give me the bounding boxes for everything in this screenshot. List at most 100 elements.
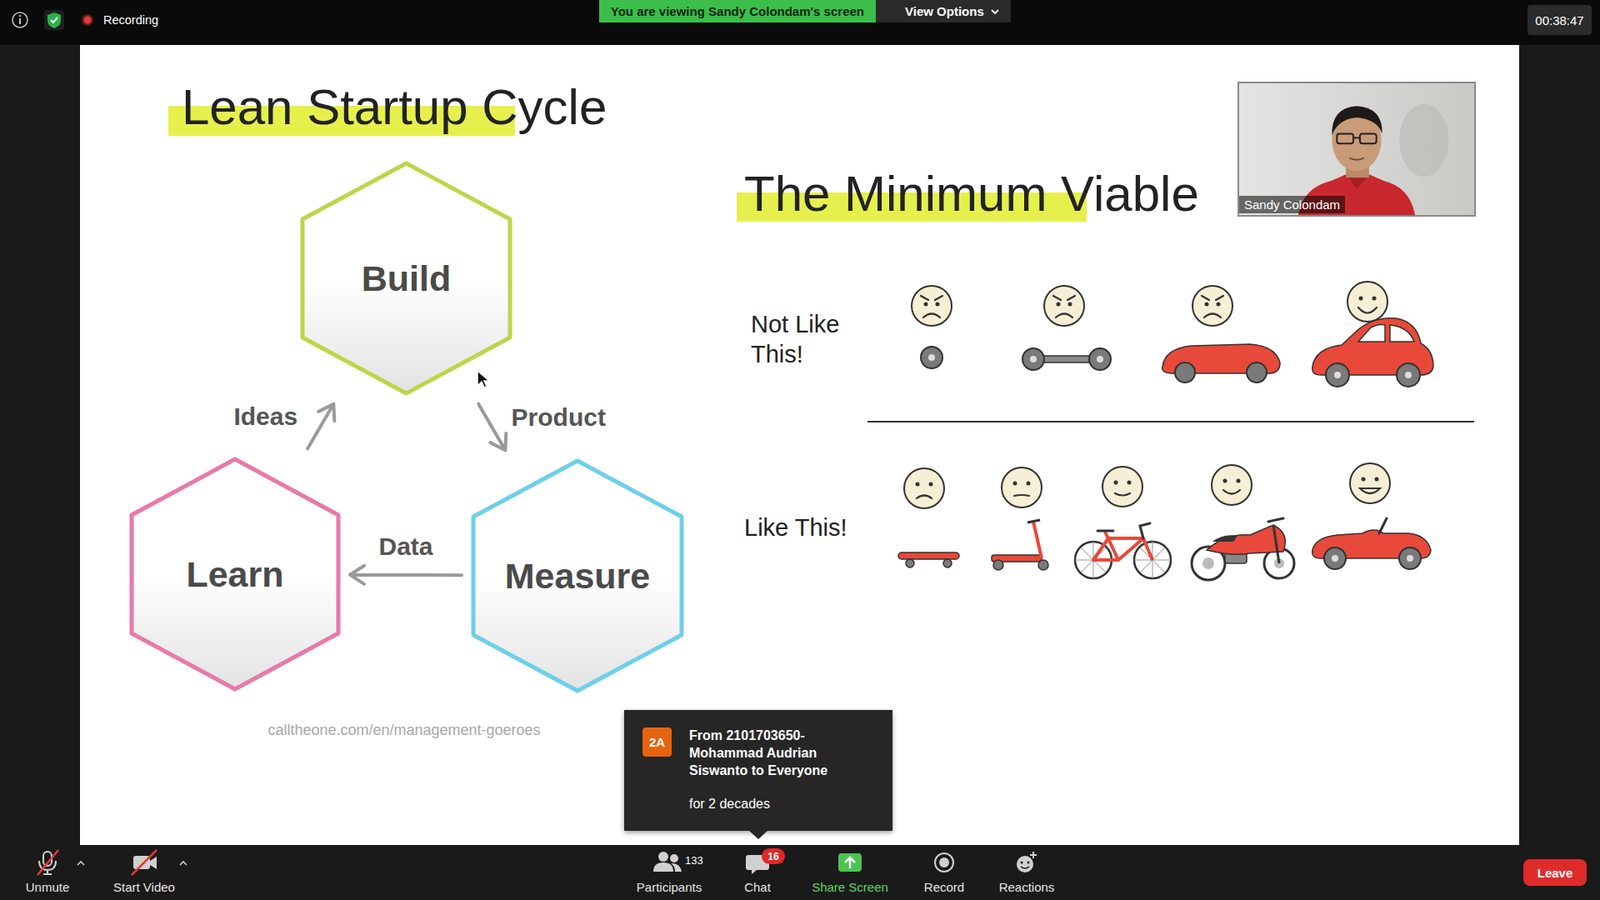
stopped-video-icon-part: [150, 856, 157, 870]
car-body-part: [1175, 362, 1195, 383]
participant-count: 133: [685, 854, 704, 867]
like-face-eyes-part: [1375, 477, 1380, 482]
leave-label: Leave: [1537, 865, 1574, 880]
bicycle-part: [1097, 523, 1150, 539]
angry-face-eyes-part: [1056, 302, 1061, 307]
participants-icon-part: [653, 862, 674, 872]
participants-icon-part: [670, 863, 682, 872]
slide-heading: The Minimum Viable: [744, 165, 1200, 223]
like-face-mouths: [916, 488, 1380, 499]
speaker-video-part: [1331, 105, 1382, 135]
viewing-banner-text: You are viewing Sandy Colondam's screen: [610, 4, 865, 19]
toolbar-label: Share Screen: [795, 880, 905, 895]
convertible-car-part: [1331, 555, 1339, 562]
like-face-mouths-part: [1115, 493, 1130, 496]
record-icon: [935, 853, 954, 872]
popup-pointer: [748, 830, 769, 840]
like-face-eyes-part: [1026, 481, 1031, 486]
speaker-video-part: [1353, 136, 1360, 139]
flow-arrow: [350, 565, 462, 585]
chat-message: for 2 decades: [689, 796, 770, 812]
caret-icon: [77, 861, 85, 865]
recording-status: Recording: [103, 13, 159, 27]
slide-title: Lean Startup Cycle: [181, 79, 607, 136]
recording-dot-part: [81, 14, 94, 26]
recording-dot-part: [84, 16, 92, 25]
like-faces: [904, 463, 1390, 509]
scooter-part: [1038, 560, 1049, 570]
reactions-icon-part: [1030, 851, 1037, 859]
toolbar-label: Chat: [724, 880, 791, 895]
record-icon-part: [935, 853, 954, 872]
toolbar-label: Unmute: [5, 880, 90, 895]
chevron-icon: [989, 7, 1001, 16]
caret-icon: [180, 861, 187, 865]
motorcycle-part: [1268, 518, 1284, 522]
axle: [1022, 348, 1111, 370]
skateboard-part: [943, 559, 952, 568]
info-icon-part: [19, 15, 21, 17]
axle-part: [1096, 355, 1104, 363]
angry-face-eyes-part: [1216, 302, 1221, 307]
toolbar-icons: [0, 845, 1600, 900]
security-shield-part: [44, 10, 65, 30]
muted-mic-icon-part: [37, 850, 59, 875]
hexagon-node: Build: [299, 160, 514, 397]
angry-face-features: [920, 295, 1224, 318]
car-part: [1405, 371, 1412, 379]
mouse-cursor: [475, 369, 492, 391]
like-face-eyes-part: [929, 482, 934, 487]
info-icon-part: [19, 18, 21, 25]
happy-face-part: [1372, 296, 1377, 301]
reactions-icon-part: [1027, 861, 1030, 865]
speaker-video-part: [1336, 133, 1354, 144]
bicycle: [1075, 523, 1171, 579]
like-face-mouths-part: [1014, 495, 1030, 496]
view-options-text: View Options: [905, 4, 985, 19]
scooter: [991, 520, 1049, 570]
wheel-part: [920, 346, 943, 369]
car-part: [1390, 325, 1415, 342]
like-face-mouths-part: [1360, 488, 1380, 494]
reactions-icon-part: [1020, 861, 1024, 865]
avatar-badge: 2A: [642, 727, 672, 757]
like-faces-part: [1102, 466, 1143, 507]
skateboard-part: [898, 552, 960, 560]
security-shield: [44, 10, 65, 30]
angry-face-part: [911, 285, 952, 326]
car-part: [1358, 324, 1385, 342]
hexagon-shape: [302, 163, 510, 394]
hexagon-node: Learn: [128, 455, 342, 693]
angry-face-eyes-part: [935, 302, 940, 307]
like-face-eyes-part: [1223, 479, 1228, 484]
angry-face-eyes-part: [1205, 302, 1210, 307]
example-label: Like This!: [744, 512, 848, 543]
flow-arrow: [478, 404, 506, 451]
angry-face-features-part: [920, 295, 943, 318]
like-face-mouths-part: [1223, 490, 1240, 495]
bottom-toolbar: [0, 845, 1600, 900]
convertible-car-part: [1406, 555, 1414, 562]
share-screen-icon-part: [845, 857, 855, 869]
example-label: Not Like This!: [750, 309, 864, 370]
top-bar-icons: [0, 0, 117, 45]
security-shield-part: [47, 12, 61, 29]
stopped-video-icon: [131, 850, 157, 875]
chat-sender: From 2101703650-Mohammad Audrian Siswant…: [689, 726, 860, 780]
angry-face-eyes-part: [924, 302, 929, 307]
participants-icon: [653, 851, 682, 872]
hexagon-shape: [473, 460, 682, 691]
toolbar-label: Reactions: [980, 880, 1073, 895]
skateboard-part: [905, 559, 915, 568]
like-face-eyes-part: [1013, 481, 1018, 486]
reactions-icon: [1016, 851, 1037, 873]
speaker-video-part: [1399, 103, 1449, 177]
node-label: Build: [361, 258, 451, 300]
like-face-eyes-part: [1361, 477, 1366, 482]
car: [1312, 318, 1434, 387]
edge-label: Data: [375, 532, 436, 561]
chat-count-badge: 16: [767, 850, 779, 863]
like-faces-part: [1350, 463, 1390, 504]
wheel: [920, 346, 943, 369]
